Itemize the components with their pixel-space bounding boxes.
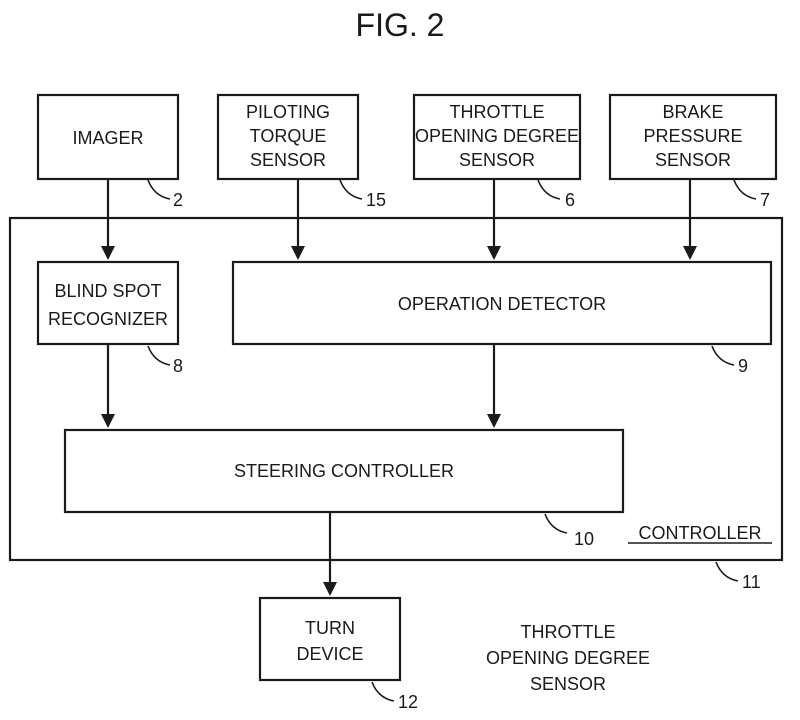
turn-device-ref-leader: [371, 681, 395, 702]
stray-throttle-label: THROTTLE OPENING DEGREE SENSOR: [486, 622, 650, 694]
turn-device-label-line-2: DEVICE: [296, 644, 363, 664]
steering-controller-ref-leader: [544, 513, 568, 534]
throttle-sensor-label-line-1: THROTTLE: [449, 102, 544, 122]
blind-spot-recognizer-rect: [36, 260, 180, 346]
piloting-torque-sensor-box: PILOTING TORQUE SENSOR: [216, 93, 360, 181]
piloting-torque-sensor-ref: 15: [366, 190, 386, 210]
blind-spot-recognizer-label-line-1: BLIND SPOT: [54, 281, 161, 301]
imager-rect: [36, 93, 180, 181]
turn-device-label-line-1: TURN: [305, 618, 355, 638]
blind-spot-recognizer-label-line-2: RECOGNIZER: [48, 309, 168, 329]
operation-detector-ref-leader: [711, 345, 735, 366]
operation-detector-box: OPERATION DETECTOR: [231, 260, 773, 346]
brake-pressure-sensor-box: BRAKE PRESSURE SENSOR: [608, 93, 778, 181]
stray-label-line-3: SENSOR: [530, 674, 606, 694]
brake-pressure-sensor-label-line-1: BRAKE: [662, 102, 723, 122]
steering-controller-rect: [63, 428, 625, 514]
figure-title: FIG. 2: [356, 7, 445, 43]
controller-boundary: [8, 216, 784, 562]
imager-label-line-1: IMAGER: [72, 128, 143, 148]
piloting-torque-sensor-label-line-2: TORQUE: [250, 126, 327, 146]
throttle-sensor-ref-leader: [537, 179, 561, 200]
blind-spot-recognizer-ref: 8: [173, 356, 183, 376]
brake-pressure-sensor-ref-leader: [733, 179, 757, 200]
throttle-sensor-label-line-2: OPENING DEGREE: [415, 126, 579, 146]
steering-controller-label-line-1: STEERING CONTROLLER: [234, 461, 454, 481]
brake-to-operation-arrowhead: [683, 246, 697, 260]
operation-detector-label-line-1: OPERATION DETECTOR: [398, 294, 606, 314]
torque-to-operation-arrowhead: [291, 246, 305, 260]
imager-box: IMAGER: [36, 93, 180, 181]
piloting-torque-sensor-ref-leader: [339, 179, 363, 200]
turn-device-ref: 12: [398, 692, 418, 712]
blind-spot-recognizer-ref-leader: [147, 345, 171, 366]
controller-label: CONTROLLER: [638, 523, 761, 543]
brake-pressure-sensor-ref: 7: [760, 190, 770, 210]
stray-label-line-1: THROTTLE: [520, 622, 615, 642]
steering-to-turn-device-arrowhead: [323, 582, 337, 596]
brake-pressure-sensor-rect: [608, 93, 778, 181]
piloting-torque-sensor-label-line-1: PILOTING: [246, 102, 330, 122]
throttle-sensor-ref: 6: [565, 190, 575, 210]
steering-controller-ref: 10: [574, 529, 594, 549]
turn-device-box: TURN DEVICE: [258, 596, 402, 682]
blind-spot-to-steering-arrowhead: [101, 414, 115, 428]
imager-to-blind-spot-arrowhead: [101, 246, 115, 260]
steering-controller-box: STEERING CONTROLLER: [63, 428, 625, 514]
controller-ref: 11: [742, 572, 761, 592]
blind-spot-recognizer-box: BLIND SPOT RECOGNIZER: [36, 260, 180, 346]
operation-detector-ref: 9: [738, 356, 748, 376]
operation-to-steering-arrowhead: [487, 414, 501, 428]
piloting-torque-sensor-rect: [216, 93, 360, 181]
throttle-sensor-rect: [412, 93, 582, 181]
imager-ref: 2: [173, 190, 183, 210]
operation-detector-rect: [231, 260, 773, 346]
throttle-sensor-label-line-3: SENSOR: [459, 150, 535, 170]
throttle-to-operation-arrowhead: [487, 246, 501, 260]
piloting-torque-sensor-label-line-3: SENSOR: [250, 150, 326, 170]
throttle-sensor-box: THROTTLE OPENING DEGREE SENSOR: [412, 93, 582, 181]
imager-ref-leader: [147, 179, 171, 200]
controller-ref-leader: [715, 561, 739, 582]
stray-label-line-2: OPENING DEGREE: [486, 648, 650, 668]
turn-device-rect: [258, 596, 402, 682]
brake-pressure-sensor-label-line-3: SENSOR: [655, 150, 731, 170]
brake-pressure-sensor-label-line-2: PRESSURE: [643, 126, 742, 146]
